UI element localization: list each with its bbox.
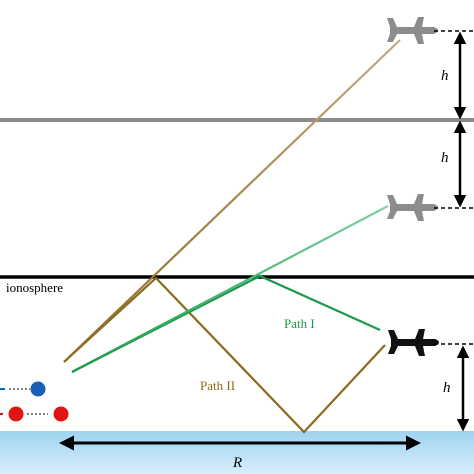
antenna-array	[0, 381, 69, 422]
path-one-label: Path I	[284, 316, 315, 331]
aircraft-image-lower	[387, 194, 438, 221]
height-label-lower: h	[443, 380, 451, 396]
range-label: R	[232, 455, 242, 471]
aircraft-image-upper	[387, 17, 438, 44]
ionosphere-label: ionosphere	[6, 280, 63, 295]
height-label-middle: h	[441, 150, 449, 166]
array-element-red-right	[53, 406, 69, 422]
height-reference-lines	[434, 30, 474, 345]
path-two-virtual-ray	[63, 39, 401, 363]
array-element-red-left	[8, 406, 24, 422]
path-one-virtual-ray	[71, 205, 389, 373]
height-label-upper: h	[441, 68, 449, 84]
path-two-ray	[63, 276, 386, 434]
path-two-label: Path II	[200, 378, 235, 393]
array-element-blue	[30, 381, 46, 397]
aircraft-real	[388, 329, 439, 356]
